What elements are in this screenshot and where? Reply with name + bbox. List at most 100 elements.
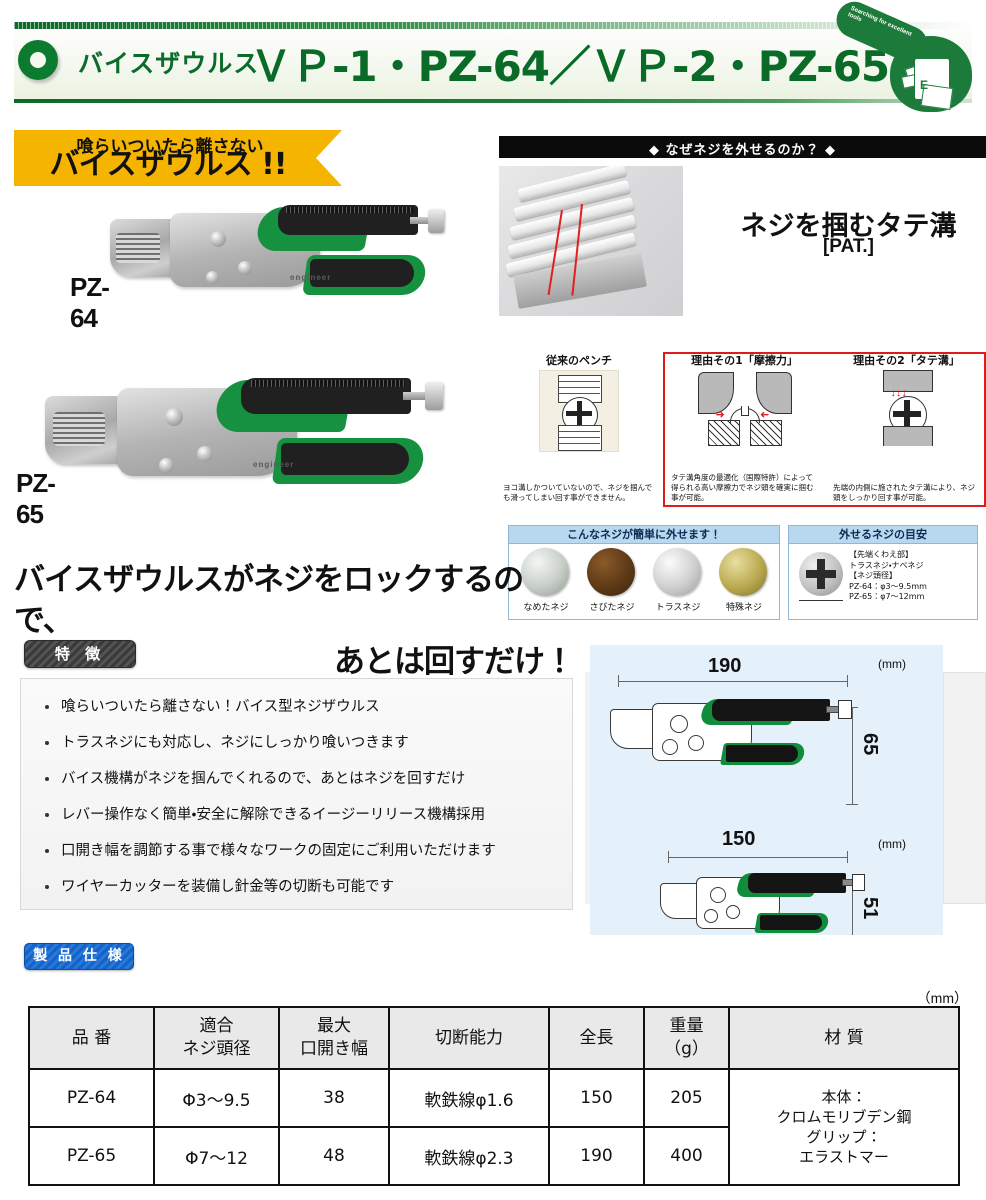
screw-cross-horizontal [806,570,836,578]
cell-total-length: 190 [548,1126,645,1186]
feature-list-item: トラスネジにも対応し、ネジにしっかり喰いつきます [39,725,563,761]
page-title: ＶＰ-1・PZ-64／ＶＰ-2・PZ-65 [250,42,890,91]
plier-adjust-shaft [410,217,434,224]
screw-photo-rusted-icon [587,548,635,596]
dimtick-left-2 [668,851,669,863]
headline-line-1: バイスザウルスがネジをロックするので、 [14,562,524,639]
patent-mark: [PAT.] [822,236,874,257]
dimension-unit-1: (mm) [878,657,906,671]
screw-photo-stripped-icon [521,548,569,596]
dimension-panel-left-stub [585,672,590,904]
cell-material: 本体： クロムモリブデン鋼 グリップ： エラストマー [728,1068,960,1186]
plier-brandmark: engineer [290,273,332,282]
dimtick-left-1 [618,675,619,687]
main-headline: バイスザウルスがネジをロックするので、 あとは回すだけ！ [14,560,575,683]
cell-weight: 205 [643,1068,730,1128]
header-top-rule-stripes [14,22,972,29]
plier-illustration-pz65: engineer [45,368,465,508]
screw-size-guide-box: 外せるネジの目安 【先端くわえ部】 トラスネジ・ナベネジ 【ネジ頭径】 PZ-6… [788,525,978,620]
tech-explanation-panel: ◆ なぜネジを外せるのか？ ◆ ネジを掴むタテ溝 [PAT.] [499,136,986,316]
plier-rivet-pivot [159,458,174,473]
dimension-length-1: 190 [708,655,742,677]
cell-model: PZ-64 [28,1068,155,1128]
plier-brandmark: engineer [253,460,295,469]
catchcopy-sub: 喰らいついたら離さない [76,137,264,157]
dimline-vertical-2 [852,881,853,935]
screw-item-label: トラスネジ [655,603,701,613]
feature-list: 喰らいついたら離さない！バイス型ネジザウルス トラスネジにも対応し、ネジにしっか… [39,689,563,905]
cell-max-opening: 48 [278,1126,390,1186]
dimension-panel-side-block [943,672,986,904]
reason-caption: タテ溝角度の最適化（国際特許）によって得られる高い摩擦力でネジ頭を確実に掴む事が… [671,473,814,502]
removable-screws-header: こんなネジが簡単に外せます！ [509,526,779,544]
brand-badge: Searching for excellent tools E [828,0,986,112]
feature-list-item: レバー操作なく簡単・安全に解除できるイージーリリース機構採用 [39,797,563,833]
page-header: バイスザウルス ＶＰ-1・PZ-64／ＶＰ-2・PZ-65 Searching … [0,0,986,112]
table-row: PZ-64 Φ3～9.5 38 軟鉄線φ1.6 150 205 本体： クロムモ… [28,1068,960,1186]
tech-feature-title: ネジを掴むタテ溝 [740,211,957,242]
plier-adjust-knob [428,209,444,233]
cell-head-diameter: Φ3～9.5 [153,1068,280,1128]
spec-header-weight: 重量 （g） [643,1006,730,1070]
reason-redbox-frame [663,352,986,507]
dimline-horizontal-2 [668,857,848,858]
header-background [14,22,972,102]
spec-header-material: 材 質 [728,1006,960,1070]
reason-figure: ➜ ➜ [689,370,800,446]
removable-screws-title: こんなネジが簡単に外せます！ [567,528,721,541]
cell-weight: 400 [643,1126,730,1186]
size-guide-title: 外せるネジの目安 [839,528,927,541]
reason-panel-conventional: 従来のペンチ ヨコ溝しかついていないので、ネジを掴んでも滑ってしまい回す事ができ… [499,352,659,507]
feature-list-item: バイス機構がネジを掴んでくれるので、あとはネジを回すだけ [39,761,563,797]
spec-section-tag-label: 製 品 仕 様 [33,948,125,964]
size-guide-header: 外せるネジの目安 [789,526,977,544]
feature-list-box: 喰らいついたら離さない！バイス型ネジザウルス トラスネジにも対応し、ネジにしっか… [20,678,573,910]
plier-upper-grip-black [241,378,411,414]
reason-caption: ヨコ溝しかついていないので、ネジを掴んでも滑ってしまい回す事ができません。 [503,483,653,502]
feature-section-tag-label: 特 徴 [54,645,106,663]
table-row: PZ-65 Φ7～12 48 軟鉄線φ2.3 190 400 [28,1126,959,1186]
reason-panel-grooves: 理由その2「タテ溝」 ↓↓↓ ↑↑↑ 先端の内側に施されたタテ溝により、ネジ頭を… [829,352,984,507]
plier-rivet-upper [165,408,183,426]
catchcopy-main: バイスザウルス !! [49,147,288,182]
feature-list-item: 口開き幅を調節する事で様々なワークの固定にご利用いただけます [39,833,563,869]
catchcopy-banner: 喰らいついたら離さない バイスザウルス !! [14,130,342,186]
cell-total-length: 150 [548,1068,645,1128]
plier-teeth [53,412,105,446]
feature-list-item: 喰らいついたら離さない！バイス型ネジザウルス [39,689,563,725]
badge-letter: E [920,78,929,92]
plier-teeth [116,233,160,263]
spec-unit-note: （mm） [916,990,968,1006]
tech-panel-title-bar: ◆ なぜネジを外せるのか？ ◆ [499,136,986,158]
header-bottom-rule [14,99,972,103]
size-guide-line: PZ-64：φ3～9.5mm [849,581,927,591]
product-label-pz65: PZ-65 [16,468,56,529]
cell-cutting-capacity: 軟鉄線φ1.6 [388,1068,550,1128]
dimtick-right-2 [847,851,848,863]
dimtick-bottom-1 [846,804,858,805]
screw-item-label: さびたネジ [589,603,635,613]
cell-max-opening: 38 [278,1068,390,1128]
headline-line-2: あとは回すだけ！ [334,644,575,680]
jaw-closeup-photo [499,166,683,316]
dimension-unit-2: (mm) [878,837,906,851]
feature-list-item: ワイヤーカッターを装備し針金等の切断も可能です [39,869,563,905]
plier-upper-grip-black [278,205,418,235]
dimtick-top-1 [846,707,858,708]
dimension-drawing-panel: 190 (mm) 65 150 (mm) 51 [590,645,943,935]
plier-rivet-lower [197,446,213,462]
spec-table-header-row: 品 番 適合 ネジ頭径 最大 口開き幅 切断能力 全長 重量 [28,1006,960,1070]
plier-adjust-shaft [403,392,431,400]
dimension-drawing-pz64 [660,871,865,935]
spec-header-model: 品 番 [28,1006,155,1070]
dimension-height-1: 65 [859,733,881,756]
reason-panels: 従来のペンチ ヨコ溝しかついていないので、ネジを掴んでも滑ってしまい回す事ができ… [499,352,986,507]
reason-panel-friction: 理由その1「摩擦力」 ➜ ➜ タテ溝角度の最適化（国際特許）によって得られる高い… [667,352,822,507]
screw-item-label: なめたネジ [523,603,569,613]
plier-adjust-knob [425,382,443,410]
plier-rivet-lower [238,261,252,275]
reason-heading: 従来のペンチ [546,354,612,367]
tech-panel-title: ◆ なぜネジを外せるのか？ ◆ [648,143,837,158]
spec-section-tag: 製 品 仕 様 [24,943,134,970]
